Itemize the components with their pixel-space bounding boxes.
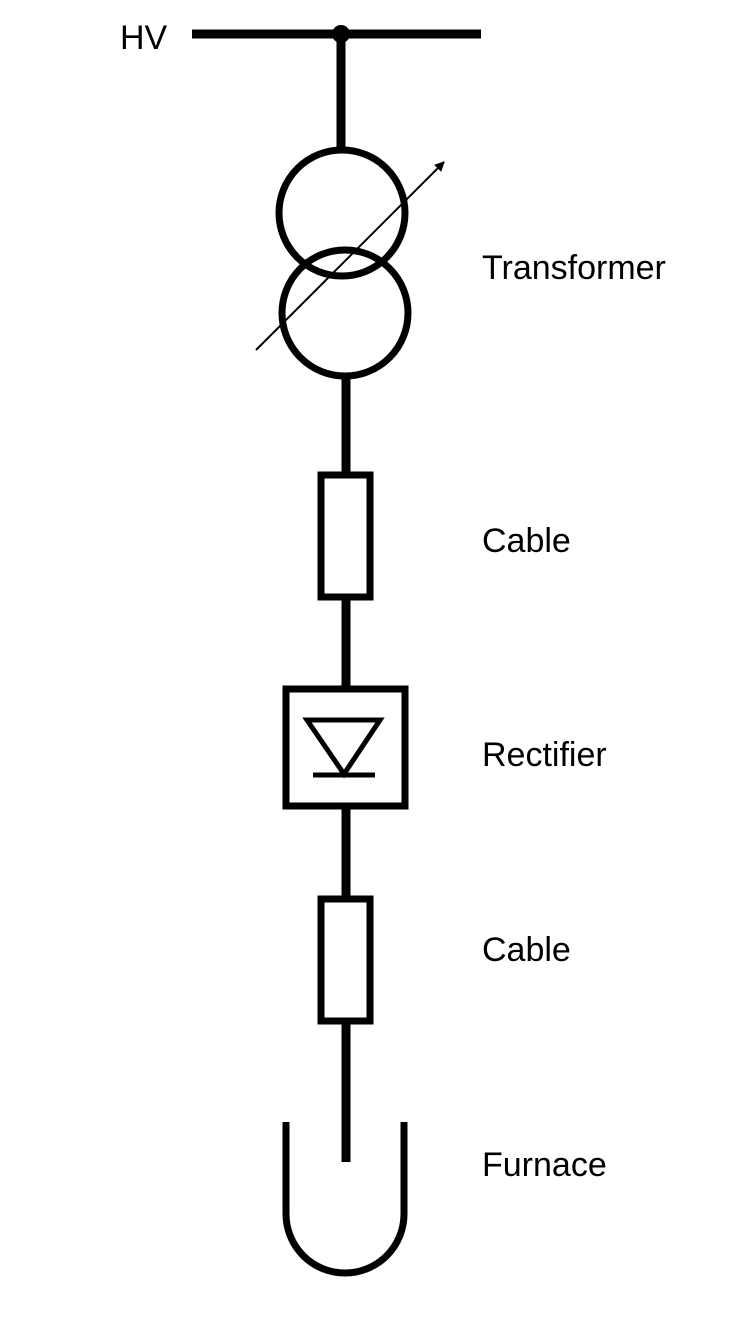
- diode-triangle-icon: [302, 717, 385, 779]
- transformer-primary-winding: [275, 146, 409, 280]
- transformer-symbol: [255, 146, 445, 380]
- transformer-secondary-winding: [278, 246, 412, 380]
- rectifier-label: Rectifier: [482, 736, 607, 774]
- furnace-vessel-symbol: [282, 1122, 408, 1277]
- rectifier-symbol: [282, 685, 409, 810]
- rectifier-box: [282, 685, 409, 810]
- furnace-label: Furnace: [482, 1146, 607, 1184]
- transformer-label: Transformer: [482, 249, 666, 287]
- cable-lower-symbol: [317, 895, 374, 1025]
- cable-upper-label: Cable: [482, 522, 571, 560]
- cable-lower-label: Cable: [482, 931, 571, 969]
- hv-label: HV: [120, 19, 168, 57]
- cable-upper-symbol: [317, 471, 374, 601]
- tap-changer-arrow-icon: [255, 161, 445, 351]
